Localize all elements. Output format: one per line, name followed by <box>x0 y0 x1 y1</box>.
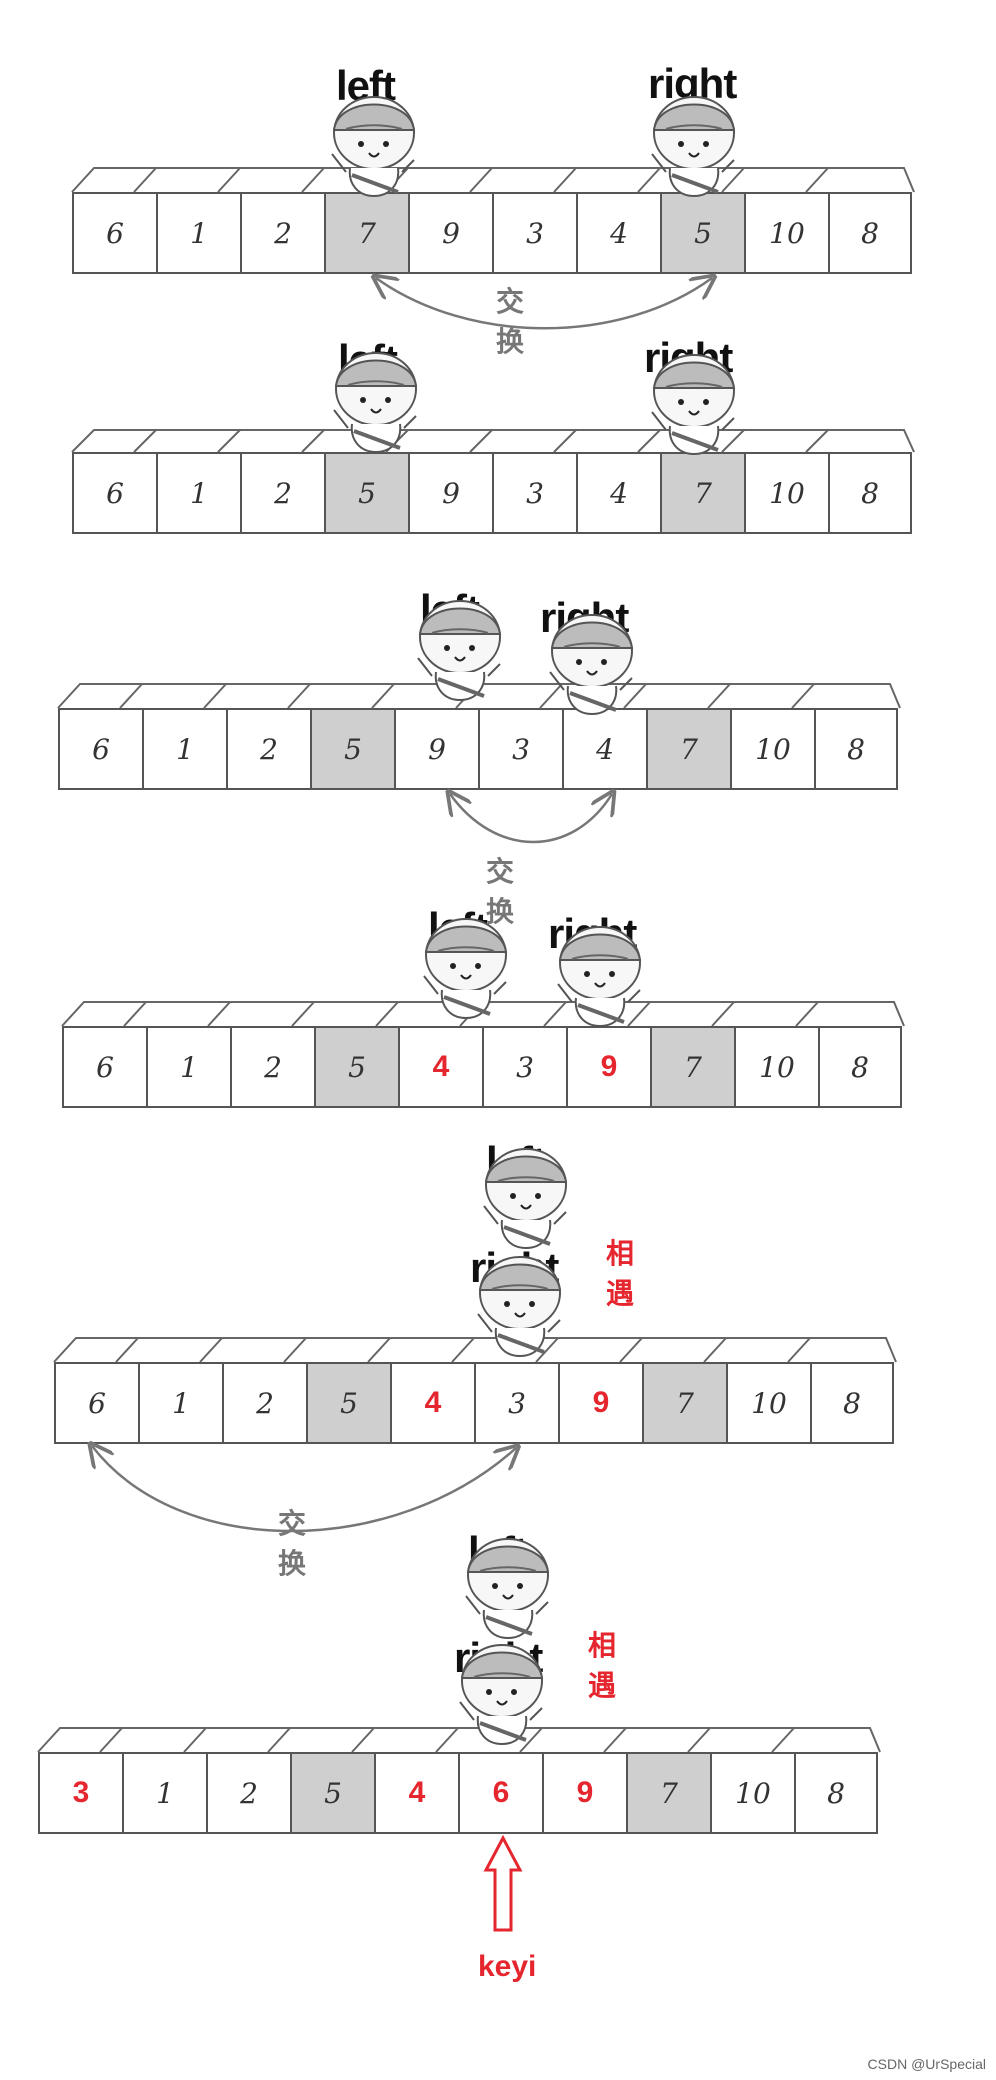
left-pointer-figure <box>424 919 506 1018</box>
right-pointer-figure <box>558 927 640 1026</box>
left-pointer-figure <box>418 601 500 700</box>
swap-arrow <box>376 278 712 328</box>
right-pointer-figure <box>478 1257 560 1356</box>
swap-arrow <box>92 1446 516 1531</box>
right-pointer-figure <box>550 615 632 714</box>
left-pointer-figure <box>332 97 414 196</box>
right-pointer-figure <box>460 1645 542 1744</box>
right-pointer-figure <box>652 355 734 454</box>
left-pointer-figure <box>466 1539 548 1638</box>
left-pointer-figure <box>334 353 416 452</box>
left-pointer-figure <box>484 1149 566 1248</box>
swap-arrow <box>450 794 612 842</box>
keyi-arrow <box>486 1838 520 1930</box>
right-pointer-figure <box>652 97 734 196</box>
